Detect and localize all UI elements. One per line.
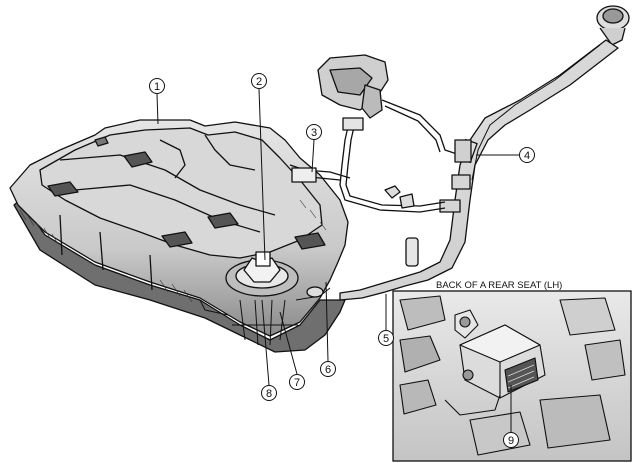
callouts: 1 2 3 4 5 6 7 8 9 [149,73,535,448]
callout-5: 5 [383,333,389,345]
inset-title: BACK OF A REAR SEAT (LH) [436,280,562,291]
fuel-tank [9,119,349,353]
callout-9: 9 [508,435,514,447]
fuel-filler-pipe [339,5,630,301]
callout-2: 2 [256,76,262,88]
callout-4: 4 [524,150,530,162]
callout-7: 7 [294,377,300,389]
callout-1: 1 [154,81,160,93]
callout-6: 6 [325,364,331,376]
inset-rear-seat: BACK OF A REAR SEAT (LH) [392,280,632,462]
evap-lines [289,54,472,213]
callout-3: 3 [311,127,317,139]
callout-8: 8 [266,388,272,400]
